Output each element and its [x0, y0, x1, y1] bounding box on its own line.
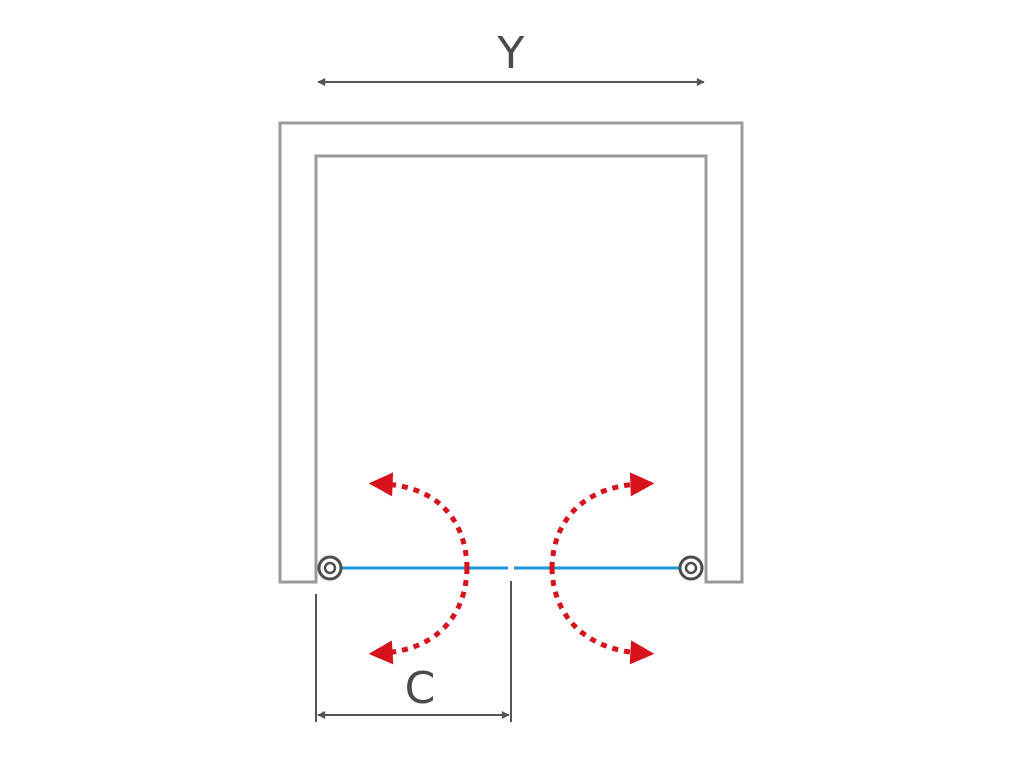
width-dimension: Y	[317, 28, 705, 86]
hinge-icon	[678, 555, 704, 581]
right-swing-inward-arrow	[549, 567, 655, 665]
hinge-icon	[317, 555, 343, 581]
left-swing-outward-arrow	[368, 472, 470, 569]
right-swing-outward-arrow	[549, 472, 655, 569]
outer-wall-outline	[278, 121, 744, 584]
wall-frame	[278, 121, 744, 584]
width-label: Y	[497, 28, 525, 79]
door-label: C	[405, 663, 436, 714]
left-door-swing-icon	[368, 472, 470, 665]
left-swing-inward-arrow	[368, 567, 470, 665]
right-door-swing-icon	[549, 472, 655, 665]
door-dimension: C	[315, 581, 512, 722]
